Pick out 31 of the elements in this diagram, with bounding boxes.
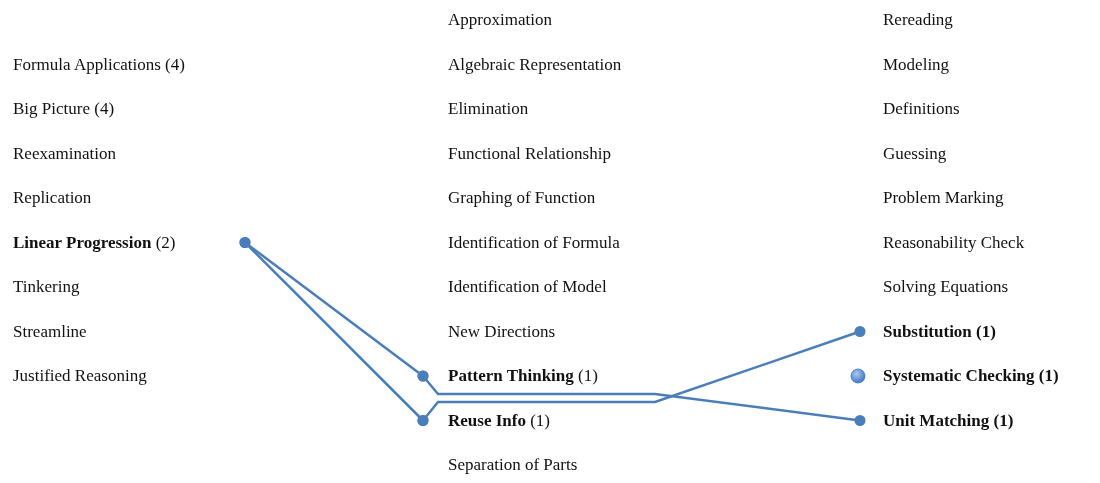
list-item-text: Graphing of Function — [448, 187, 596, 209]
list-item-text: Reasonability Check — [883, 231, 1025, 254]
list-item-text: Solving Equations — [883, 276, 1009, 298]
list-item-text: Streamline — [13, 320, 87, 343]
list-item-text: Modeling — [883, 53, 950, 76]
list-item-text: Identification of Model — [448, 276, 607, 298]
list-item-text: Problem Marking — [883, 187, 1004, 209]
list-item-text: Definitions — [883, 98, 960, 120]
list-item-text: Approximation — [448, 9, 552, 31]
list-item-text: Systematic Checking (1) — [883, 365, 1059, 387]
list-item-text: Formula Applications (4) — [13, 53, 185, 76]
list-item-text: Identification of Formula — [448, 231, 620, 254]
list-item-text: Rereading — [883, 9, 953, 31]
list-item-text: Justified Reasoning — [13, 365, 147, 387]
list-item-text: Reexamination — [13, 142, 116, 165]
list-item-text: Tinkering — [13, 276, 80, 298]
list-item-text: Pattern Thinking (1) — [423, 365, 598, 387]
connector-line — [417, 326, 866, 426]
list-item-text: Linear Progression (2) — [13, 231, 245, 254]
list-item-text: Guessing — [883, 142, 947, 165]
list-item-text: Separation of Parts — [448, 454, 578, 476]
list-item-text: Functional Relationship — [448, 142, 611, 165]
connector-line — [417, 370, 866, 426]
list-item-text: Unit Matching (1) — [860, 409, 1014, 432]
list-item-text: New Directions — [448, 320, 556, 343]
list-item-text: Elimination — [448, 98, 529, 120]
list-item-text: Big Picture (4) — [13, 98, 115, 120]
list-item-text: Algebraic Representation — [448, 53, 622, 76]
list-item-text: Replication — [13, 187, 92, 209]
list-item-text: Reuse Info (1) — [423, 409, 550, 432]
list-item-text: Substitution (1) — [860, 320, 996, 343]
